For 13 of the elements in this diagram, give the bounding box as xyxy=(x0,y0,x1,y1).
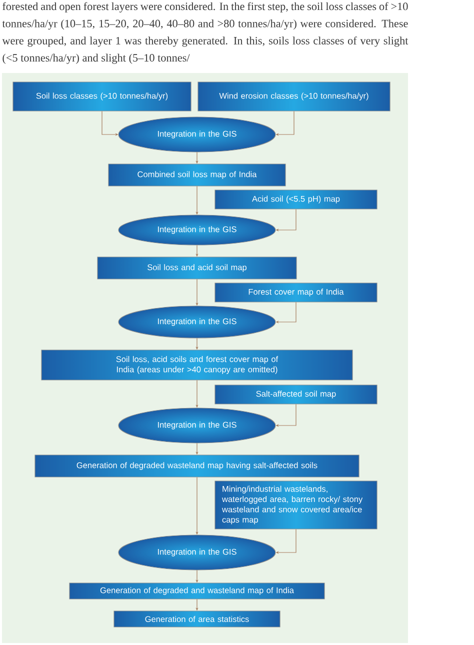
process-box: Soil loss, acid soils and forest cover map of India (areas under >40 canopy are omitted) xyxy=(41,350,353,380)
process-box: Forest cover map of India xyxy=(214,282,378,302)
paragraph: forested and open forest layers were considered. In the first step, the soil loss classes of >10 tonnes/ha/yr (10–15, 15–20, 20–40, 40–80 and >80 tonnes/ha/yr) were considered. These were grouped, and layer 1 was thereby generated. In this, soils loss classes of very slight (<5 tonnes/ha/yr) and slight (5–10 tonnes/ xyxy=(2,2,408,64)
process-box: Soil loss and acid soil map xyxy=(97,256,297,280)
process-box: Combined soil loss map of India xyxy=(108,164,286,186)
process-box: Generation of area statistics xyxy=(114,610,280,628)
process-box: Mining/industrial wastelands, waterlogged area, barren rocky/ stony wasteland and snow covered area/ice caps map xyxy=(214,480,378,530)
process-box: Salt-affected soil map xyxy=(214,384,378,404)
process-box: Soil loss classes (>10 tonnes/ha/yr) xyxy=(12,82,192,112)
process-box: Acid soil (<5.5 pH) map xyxy=(214,190,378,210)
process-box: Generation of degraded and wasteland map of India xyxy=(69,582,325,600)
process-box: Generation of degraded wasteland map having salt-affected soils xyxy=(34,454,360,478)
process-box: Wind erosion classes (>10 tonnes/ha/yr) xyxy=(198,82,390,112)
